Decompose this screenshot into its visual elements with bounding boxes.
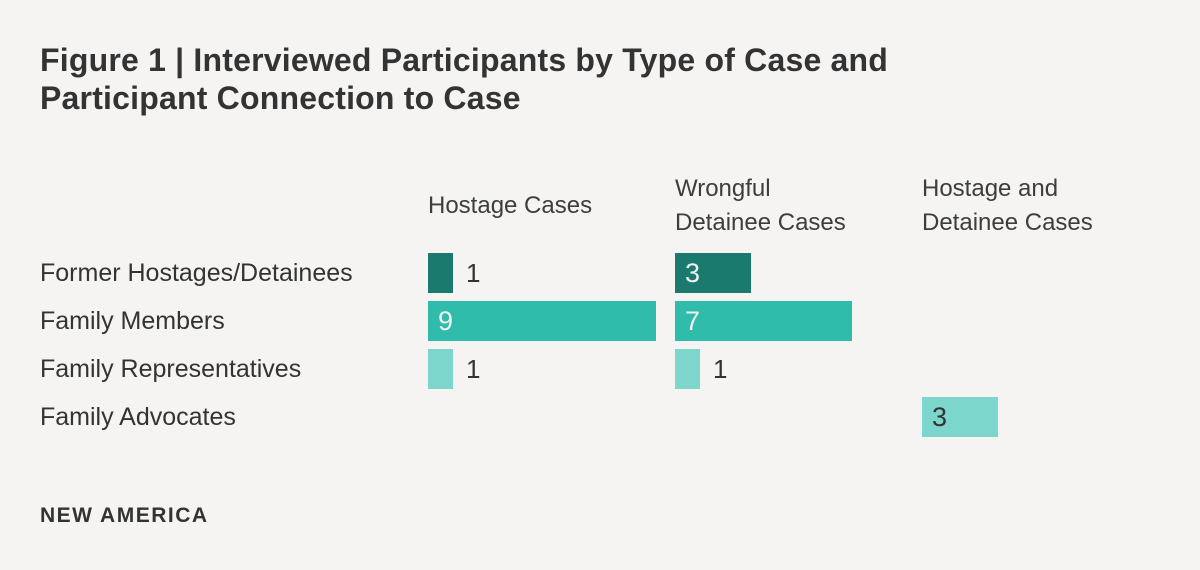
column-header-hostage-cases: Hostage Cases xyxy=(428,172,675,240)
row-label: Family Advocates xyxy=(40,402,236,431)
chart-cell xyxy=(428,397,675,437)
bar-value-label: 3 xyxy=(685,257,701,288)
chart-cell: 1 xyxy=(428,253,675,293)
chart-cell xyxy=(922,301,1200,341)
column-header-line: Hostage and xyxy=(922,175,1059,202)
chart-cell xyxy=(922,349,1200,389)
figure-title-line-1: Figure 1 | Interviewed Participants by T… xyxy=(40,42,889,78)
column-header-line: Detainee Cases xyxy=(675,209,846,236)
bar: 7 xyxy=(675,301,852,341)
bar-value-label: 1 xyxy=(713,353,728,384)
bar-value-label: 1 xyxy=(466,353,481,384)
column-header-hostage-and-detainee-cases: Hostage and Detainee Cases xyxy=(922,172,1200,240)
chart-cell xyxy=(675,397,922,437)
chart-cell: 7 xyxy=(675,301,922,341)
column-header-wrongful-detainee-cases: Wrongful Detainee Cases xyxy=(675,172,922,240)
chart-column-headers: Hostage Cases Wrongful Detainee Cases Ho… xyxy=(40,172,1200,238)
bar: 3 xyxy=(922,397,998,437)
bar-value-label: 1 xyxy=(466,257,481,288)
bar-value-label: 9 xyxy=(438,305,454,336)
chart-row: Family Advocates 3 xyxy=(40,397,1200,437)
chart-row: Former Hostages/Detainees 1 3 xyxy=(40,253,1200,293)
figure-title-line-2: Participant Connection to Case xyxy=(40,80,521,116)
figure-title: Figure 1 | Interviewed Participants by T… xyxy=(40,41,888,117)
bar-value-label: 3 xyxy=(932,401,948,432)
bar: 9 xyxy=(428,301,656,341)
bar xyxy=(675,349,700,389)
chart-cell: 1 xyxy=(675,349,922,389)
chart-row: Family Members 9 7 xyxy=(40,301,1200,341)
chart-cell xyxy=(922,253,1200,293)
row-label: Family Members xyxy=(40,306,225,335)
chart-cell: 1 xyxy=(428,349,675,389)
bar xyxy=(428,349,453,389)
bar xyxy=(428,253,453,293)
column-header-spacer xyxy=(40,172,428,240)
chart-cell: 3 xyxy=(922,397,1200,437)
chart-row: Family Representatives 1 1 xyxy=(40,349,1200,389)
bar-value-label: 7 xyxy=(685,305,701,336)
row-label: Family Representatives xyxy=(40,354,302,383)
row-label: Former Hostages/Detainees xyxy=(40,258,353,287)
bar: 3 xyxy=(675,253,751,293)
column-header-line: Hostage Cases xyxy=(428,192,593,219)
chart-cell: 3 xyxy=(675,253,922,293)
column-header-line: Detainee Cases xyxy=(922,209,1093,236)
chart-cell: 9 xyxy=(428,301,675,341)
new-america-logo: NEW AMERICA xyxy=(40,504,209,527)
column-header-line: Wrongful xyxy=(675,175,771,202)
